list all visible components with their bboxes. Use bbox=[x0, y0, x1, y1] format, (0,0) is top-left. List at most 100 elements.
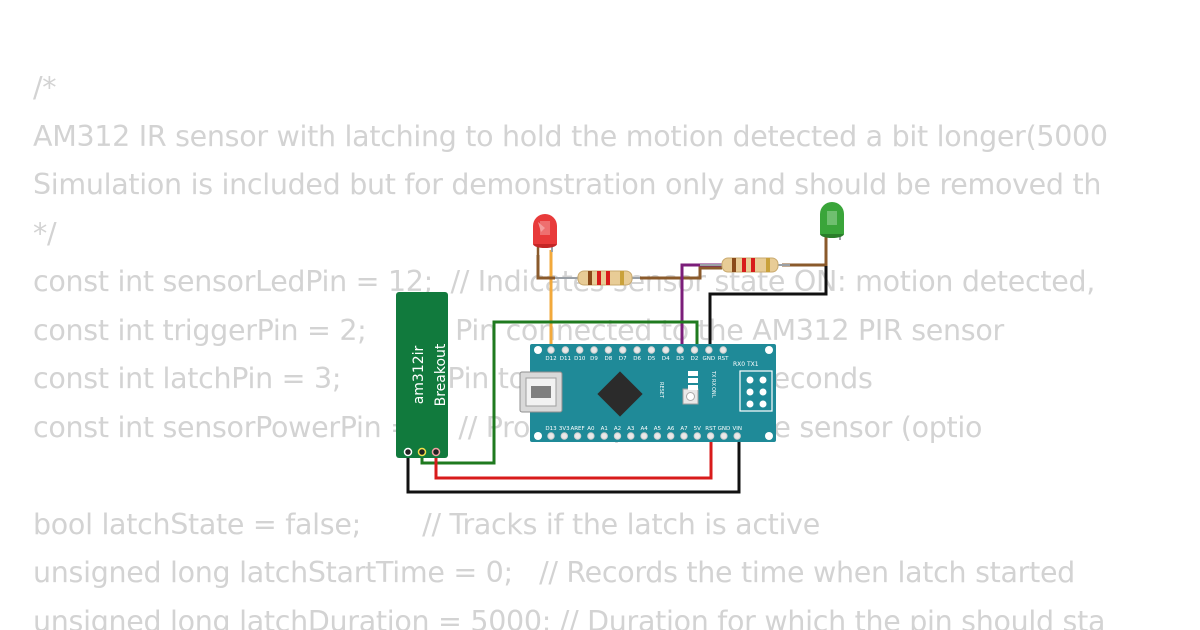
pin-hole[interactable] bbox=[662, 346, 670, 354]
pin-label: A1 bbox=[601, 426, 608, 432]
sensor-pin-gnd[interactable] bbox=[403, 447, 413, 457]
pin-label: D5 bbox=[648, 356, 656, 362]
pin-hole[interactable] bbox=[576, 346, 584, 354]
code-line: Simulation is included but for demonstra… bbox=[33, 168, 1102, 201]
pin-label: A7 bbox=[680, 426, 688, 432]
pin-hole[interactable] bbox=[619, 346, 627, 354]
wire-resistor-junction[interactable] bbox=[640, 266, 722, 280]
pin-hole[interactable] bbox=[613, 432, 622, 440]
wire-resistor-red-link[interactable] bbox=[536, 255, 555, 280]
pin-hole[interactable] bbox=[573, 432, 582, 440]
pin-label: A2 bbox=[614, 426, 621, 432]
mount-hole bbox=[534, 432, 542, 440]
pin-label: 5V bbox=[694, 426, 701, 432]
reset-label: RESET bbox=[658, 382, 664, 399]
am312-sensor-board[interactable]: am312ir Breakout bbox=[396, 292, 449, 458]
code-line: AM312 IR sensor with latching to hold th… bbox=[33, 119, 1108, 153]
pin-hole[interactable] bbox=[705, 346, 713, 354]
wire-green-trigger[interactable] bbox=[420, 320, 699, 465]
led-label: RX bbox=[710, 379, 716, 386]
sensor-pin-out[interactable] bbox=[417, 447, 427, 457]
top-pin-row bbox=[547, 346, 727, 354]
code-line: */ bbox=[33, 216, 57, 250]
status-leds bbox=[688, 371, 698, 390]
pin-hole[interactable] bbox=[647, 346, 656, 354]
wire-black-gnd-top[interactable] bbox=[708, 266, 828, 346]
pin-hole[interactable] bbox=[676, 346, 684, 354]
sensor-label: am312ir bbox=[411, 345, 427, 404]
pin-hole[interactable] bbox=[627, 432, 635, 440]
pin-hole[interactable] bbox=[693, 432, 701, 440]
pin-label: D2 bbox=[691, 356, 699, 362]
code-line: /* bbox=[33, 71, 57, 104]
pin-hole[interactable] bbox=[690, 346, 699, 354]
serial-pin-labels: RX0 TX1 bbox=[733, 361, 759, 368]
wire-red-5v[interactable] bbox=[434, 436, 713, 480]
led-label: TX bbox=[710, 370, 716, 378]
wires bbox=[406, 237, 828, 494]
pin-hole[interactable] bbox=[560, 432, 568, 440]
pin-hole[interactable] bbox=[733, 432, 741, 440]
green-led[interactable] bbox=[820, 202, 844, 240]
pin-label: A4 bbox=[640, 426, 648, 432]
pin-hole[interactable] bbox=[653, 432, 662, 440]
code-line: unsigned long latchStartTime = 0; // Rec… bbox=[33, 556, 1075, 589]
led-label: L bbox=[710, 395, 716, 398]
pin-label: D9 bbox=[590, 356, 598, 362]
icsp-header bbox=[739, 370, 773, 412]
pin-hole[interactable] bbox=[547, 432, 555, 440]
pin-label: VIN bbox=[732, 426, 742, 432]
pin-label: GND bbox=[718, 426, 731, 432]
bottom-pin-row bbox=[547, 432, 741, 440]
pin-label: AREF bbox=[570, 426, 584, 432]
code-line: unsigned long latchDuration = 5000; // D… bbox=[33, 604, 1106, 630]
pin-hole[interactable] bbox=[719, 346, 727, 354]
reset-button[interactable] bbox=[682, 388, 699, 405]
resistor-green-led[interactable] bbox=[700, 257, 790, 273]
pin-label: D11 bbox=[560, 356, 571, 362]
pin-hole[interactable] bbox=[561, 346, 570, 354]
code-line: const int sensorLedPin = 12; // Indicate… bbox=[33, 265, 1096, 298]
pin-label: A0 bbox=[587, 426, 595, 432]
wire-green-led-link[interactable] bbox=[782, 237, 828, 267]
pin-hole[interactable] bbox=[720, 432, 728, 440]
pin-label: D13 bbox=[545, 426, 557, 432]
pin-hole[interactable] bbox=[680, 432, 688, 440]
resistor-red-led[interactable] bbox=[555, 270, 640, 286]
pin-hole[interactable] bbox=[667, 432, 675, 440]
pin-hole[interactable] bbox=[547, 346, 555, 354]
usb-connector[interactable] bbox=[519, 371, 563, 413]
pin-hole[interactable] bbox=[600, 432, 608, 440]
pin-label: GND bbox=[703, 356, 716, 362]
sensor-pin-vcc[interactable] bbox=[431, 447, 441, 457]
pin-hole[interactable] bbox=[587, 432, 595, 440]
pin-label: D6 bbox=[633, 356, 641, 362]
red-led[interactable] bbox=[533, 214, 557, 256]
pin-label: D8 bbox=[605, 356, 613, 362]
pin-hole[interactable] bbox=[640, 432, 648, 440]
pin-label: D12 bbox=[545, 356, 556, 362]
mount-hole bbox=[765, 346, 773, 354]
pin-label: A5 bbox=[654, 426, 662, 432]
led-label: ON bbox=[710, 387, 716, 395]
sensor-sublabel: Breakout bbox=[433, 343, 449, 406]
mount-hole bbox=[534, 346, 542, 354]
pin-hole[interactable] bbox=[706, 432, 715, 440]
pin-label: A3 bbox=[627, 426, 635, 432]
pin-label: D7 bbox=[619, 356, 627, 362]
pin-label: D10 bbox=[574, 356, 586, 362]
pin-label: A6 bbox=[667, 426, 675, 432]
pin-label: D3 bbox=[676, 356, 684, 362]
wire-black-gnd-bottom[interactable] bbox=[406, 436, 741, 494]
pin-label: RST bbox=[718, 356, 729, 362]
pin-label: 3V3 bbox=[559, 426, 570, 432]
pin-hole[interactable] bbox=[590, 346, 598, 354]
pin-hole[interactable] bbox=[633, 346, 641, 354]
pin-hole[interactable] bbox=[604, 346, 613, 354]
code-line: bool latchState = false; // Tracks if th… bbox=[33, 507, 820, 541]
